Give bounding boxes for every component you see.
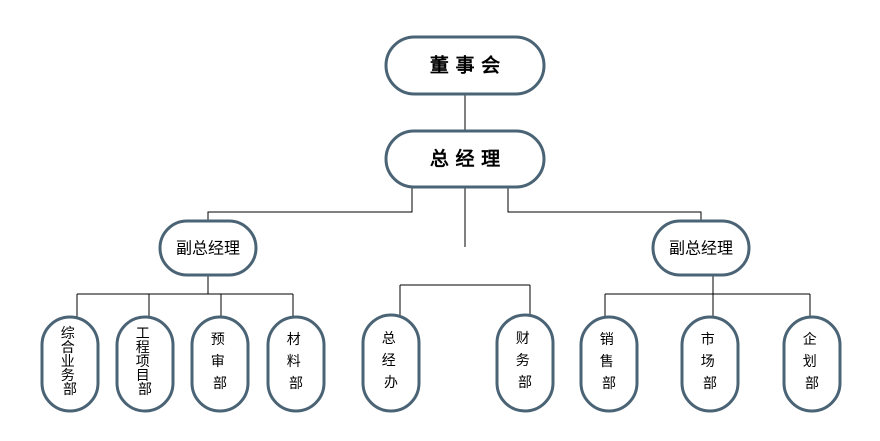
dept-gongcheng-node: 工 程 项 目 部 bbox=[115, 315, 175, 413]
dept-qihua-char-3: 部 bbox=[805, 376, 819, 392]
dept-caiwu-char-2: 务 bbox=[516, 353, 530, 369]
dept-xiaoshou-node: 销 售 部 bbox=[579, 315, 639, 413]
dept-shichang-label: 市 场 部 bbox=[701, 328, 719, 392]
dept-zongjingban-char-3: 办 bbox=[384, 375, 398, 391]
dept-gongcheng-char-2: 程 bbox=[136, 340, 150, 356]
dept-caiwu-label: 财 务 部 bbox=[516, 327, 534, 391]
dept-zonghe-char-1: 综 bbox=[61, 326, 75, 342]
dept-gongcheng-char-5: 部 bbox=[138, 382, 152, 398]
dept-shichang-node: 市 场 部 bbox=[680, 315, 740, 413]
deputy-right-node-box bbox=[651, 219, 751, 277]
dept-zonghe-label: 综 合 业 务 部 bbox=[61, 322, 79, 398]
connectors bbox=[76, 94, 811, 317]
dept-shichang-node-box bbox=[680, 315, 740, 413]
dept-qihua-char-2: 划 bbox=[803, 354, 817, 370]
deputy-right-node-label: 副总经理 bbox=[669, 239, 733, 258]
dept-zongjingban-node-box bbox=[361, 313, 421, 413]
dept-cailiao-node-box bbox=[266, 315, 326, 413]
dept-xiaoshou-char-3: 部 bbox=[602, 376, 616, 392]
deputy-right-node: 副总经理 bbox=[651, 219, 751, 277]
dept-cailiao-label: 材 料 部 bbox=[287, 328, 305, 392]
dept-xiaoshou-label: 销 售 部 bbox=[600, 328, 618, 392]
gm-to-deputy-right-line bbox=[507, 188, 702, 221]
general-manager-node: 总 经 理 bbox=[384, 129, 546, 189]
dept-yushen-char-1: 预 bbox=[211, 332, 225, 348]
dept-xiaoshou-char-2: 售 bbox=[600, 354, 614, 370]
dept-yushen-node-box bbox=[190, 315, 250, 413]
dept-cailiao-char-3: 部 bbox=[289, 376, 303, 392]
deputy-left-node-label: 副总经理 bbox=[176, 239, 240, 258]
dept-gongcheng-label: 工 程 项 目 部 bbox=[136, 322, 154, 398]
dept-zongjingban-char-2: 经 bbox=[382, 353, 396, 369]
dept-xiaoshou-node-box bbox=[579, 315, 639, 413]
dept-qihua-label: 企 划 部 bbox=[803, 328, 821, 392]
general-manager-node-label: 总 经 理 bbox=[430, 147, 500, 170]
board-node: 董 事 会 bbox=[384, 35, 546, 96]
dept-zonghe-node-box bbox=[40, 315, 100, 413]
dept-gongcheng-char-3: 项 bbox=[136, 354, 150, 370]
dept-qihua-node: 企 划 部 bbox=[782, 315, 842, 413]
dept-xiaoshou-char-1: 销 bbox=[600, 332, 614, 348]
deputy-left-node-box bbox=[158, 219, 258, 277]
dept-yushen-char-2: 审 bbox=[211, 354, 225, 370]
dept-caiwu-char-1: 财 bbox=[516, 331, 530, 347]
gm-to-deputy-left-line bbox=[207, 188, 413, 221]
dept-shichang-char-2: 场 bbox=[701, 354, 715, 370]
dept-zongjingban-label: 总 经 办 bbox=[382, 327, 400, 391]
deputy-left-node: 副总经理 bbox=[158, 219, 258, 277]
dept-cailiao-node: 材 料 部 bbox=[266, 315, 326, 413]
dept-caiwu-char-3: 部 bbox=[518, 375, 532, 391]
dept-qihua-char-1: 企 bbox=[803, 331, 817, 348]
dept-gongcheng-char-1: 工 bbox=[136, 326, 150, 342]
dept-zonghe-node: 综 合 业 务 部 bbox=[40, 315, 100, 413]
dept-cailiao-char-2: 料 bbox=[287, 354, 301, 370]
board-node-label: 董 事 会 bbox=[430, 54, 500, 77]
general-manager-node-box bbox=[384, 129, 546, 189]
dept-cailiao-char-1: 材 bbox=[287, 332, 301, 348]
dept-caiwu-node: 财 务 部 bbox=[495, 313, 555, 413]
dept-yushen-char-3: 部 bbox=[213, 376, 227, 392]
dept-gongcheng-node-box bbox=[115, 315, 175, 413]
dept-zonghe-char-3: 业 bbox=[61, 354, 75, 370]
dept-zonghe-char-2: 合 bbox=[61, 340, 75, 356]
dept-gongcheng-char-4: 目 bbox=[136, 368, 150, 384]
dept-shichang-char-3: 部 bbox=[703, 376, 717, 392]
dept-qihua-node-box bbox=[782, 315, 842, 413]
dept-zongjingban-char-1: 总 bbox=[382, 331, 396, 347]
board-node-box bbox=[384, 35, 546, 96]
dept-zongjingban-node: 总 经 办 bbox=[361, 313, 421, 413]
dept-zonghe-char-4: 务 bbox=[61, 368, 75, 384]
dept-shichang-char-1: 市 bbox=[701, 331, 715, 348]
dept-yushen-label: 预 审 部 bbox=[211, 328, 229, 392]
dept-yushen-node: 预 审 部 bbox=[190, 315, 250, 413]
dept-zonghe-char-5: 部 bbox=[63, 382, 77, 398]
dept-caiwu-node-box bbox=[495, 313, 555, 413]
